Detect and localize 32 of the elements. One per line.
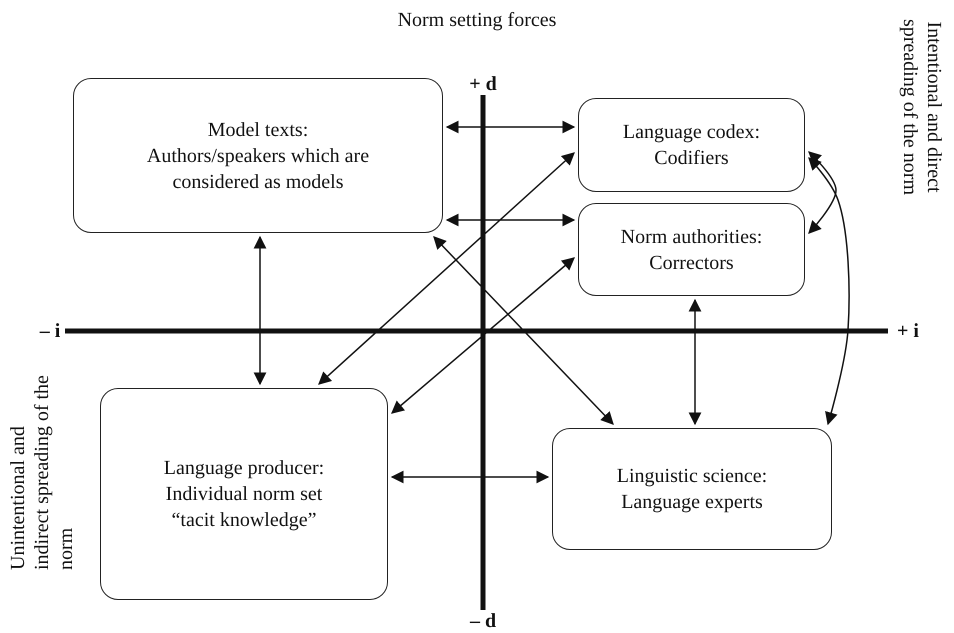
box-text: Codifiers xyxy=(654,146,729,171)
axis-caption: Unintentional and indirect spreading of the norm xyxy=(6,374,78,570)
double-arrow xyxy=(433,236,614,425)
double-arrow xyxy=(688,298,702,426)
double-arrow xyxy=(808,157,850,426)
rounded-box xyxy=(578,98,805,192)
double-arrow xyxy=(391,257,575,414)
box-heading: Language producer: xyxy=(164,456,324,481)
box-text: Language experts xyxy=(621,490,763,515)
rounded-box xyxy=(578,203,805,296)
box-text: “tacit knowledge” xyxy=(172,508,316,533)
axis-label: – d xyxy=(470,609,496,633)
box-text: Correctors xyxy=(649,250,734,276)
double-arrow xyxy=(446,214,576,226)
box-text: Authors/speakers which are considered as models xyxy=(146,144,370,194)
box-text: Individual norm set xyxy=(166,482,322,507)
axis-caption: Intentional and direct spreading of the norm xyxy=(898,18,946,198)
rounded-box xyxy=(73,78,443,233)
rounded-box xyxy=(100,388,388,600)
double-arrow xyxy=(254,236,266,386)
box-heading: Linguistic science: xyxy=(616,464,768,489)
double-arrow xyxy=(390,470,550,484)
double-arrow xyxy=(446,120,576,134)
axis-label: + i xyxy=(897,319,919,343)
axis-label: + d xyxy=(469,72,497,96)
box-heading: Model texts: xyxy=(208,118,308,142)
axis-label: – i xyxy=(40,319,60,343)
double-arrow xyxy=(808,151,837,234)
rounded-box xyxy=(552,428,832,550)
double-arrow xyxy=(318,152,575,385)
box-heading: Language codex: xyxy=(622,120,760,145)
box-heading: Norm authorities: xyxy=(620,224,762,250)
